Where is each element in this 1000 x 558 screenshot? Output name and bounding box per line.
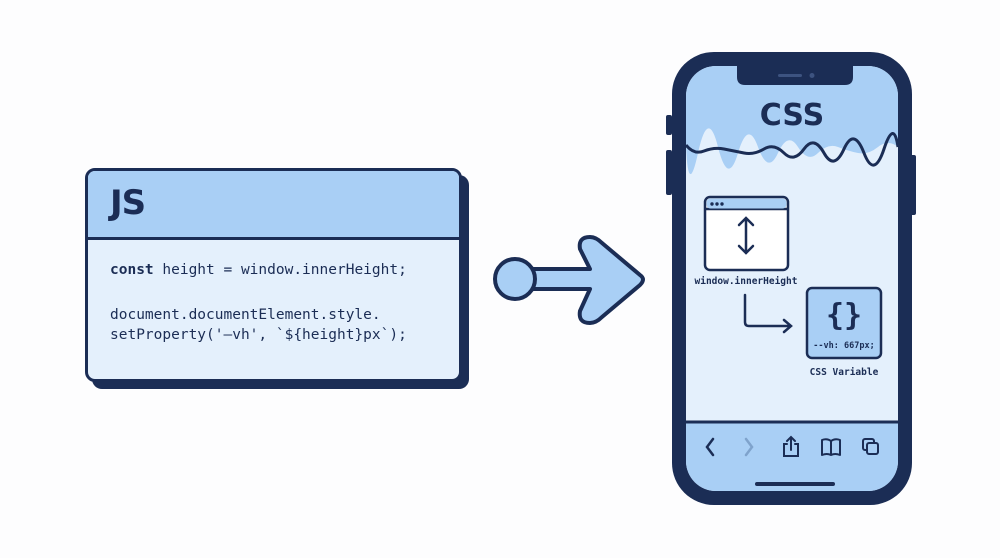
home-indicator: [755, 482, 835, 486]
css-variable-label: CSS Variable: [809, 367, 879, 378]
css-title: CSS: [759, 98, 825, 133]
js-card-header: JS: [88, 171, 459, 240]
code-line-1-rest: height = window.innerHeight;: [153, 262, 407, 278]
css-var-value: --vh: 667px;: [813, 341, 875, 351]
phone: {}: [666, 52, 916, 505]
bookmarks-icon[interactable]: [821, 438, 841, 456]
share-icon[interactable]: [783, 435, 799, 457]
code-line-2: document.documentElement.style.: [110, 307, 381, 323]
code-line-3: setProperty('—vh', `${height}px`);: [110, 327, 407, 343]
phone-button-mute: [666, 115, 672, 135]
wave-divider: [686, 132, 898, 167]
code-line-1: const height = window.innerHeight;: [110, 262, 407, 278]
tabs-icon[interactable]: [862, 438, 879, 455]
back-icon[interactable]: [705, 437, 715, 457]
phone-button-volume: [666, 150, 672, 195]
browser-window-icon: [703, 195, 790, 272]
css-variable-box: [805, 286, 883, 360]
vertical-resize-arrow-icon: [737, 216, 755, 255]
window-inner-height-label: window.innerHeight: [694, 276, 798, 287]
js-card: JS const height = window.innerHeight; do…: [85, 168, 462, 382]
forward-icon[interactable]: [744, 437, 754, 457]
const-keyword: const: [110, 262, 154, 278]
flow-arrow-icon: [493, 235, 645, 325]
curly-braces-icon: {}: [826, 298, 862, 333]
js-card-title: JS: [110, 183, 146, 223]
elbow-arrow-icon: [743, 293, 793, 334]
